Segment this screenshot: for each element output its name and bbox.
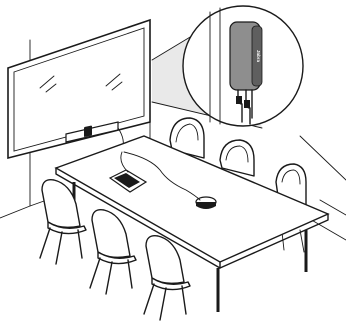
hub-brand-label: Jabra <box>256 50 261 63</box>
chair <box>40 180 86 264</box>
chair <box>90 210 136 294</box>
hub-device-closeup: Jabra <box>230 22 262 90</box>
hub-callout: Jabra <box>152 6 303 128</box>
chair <box>144 236 190 320</box>
